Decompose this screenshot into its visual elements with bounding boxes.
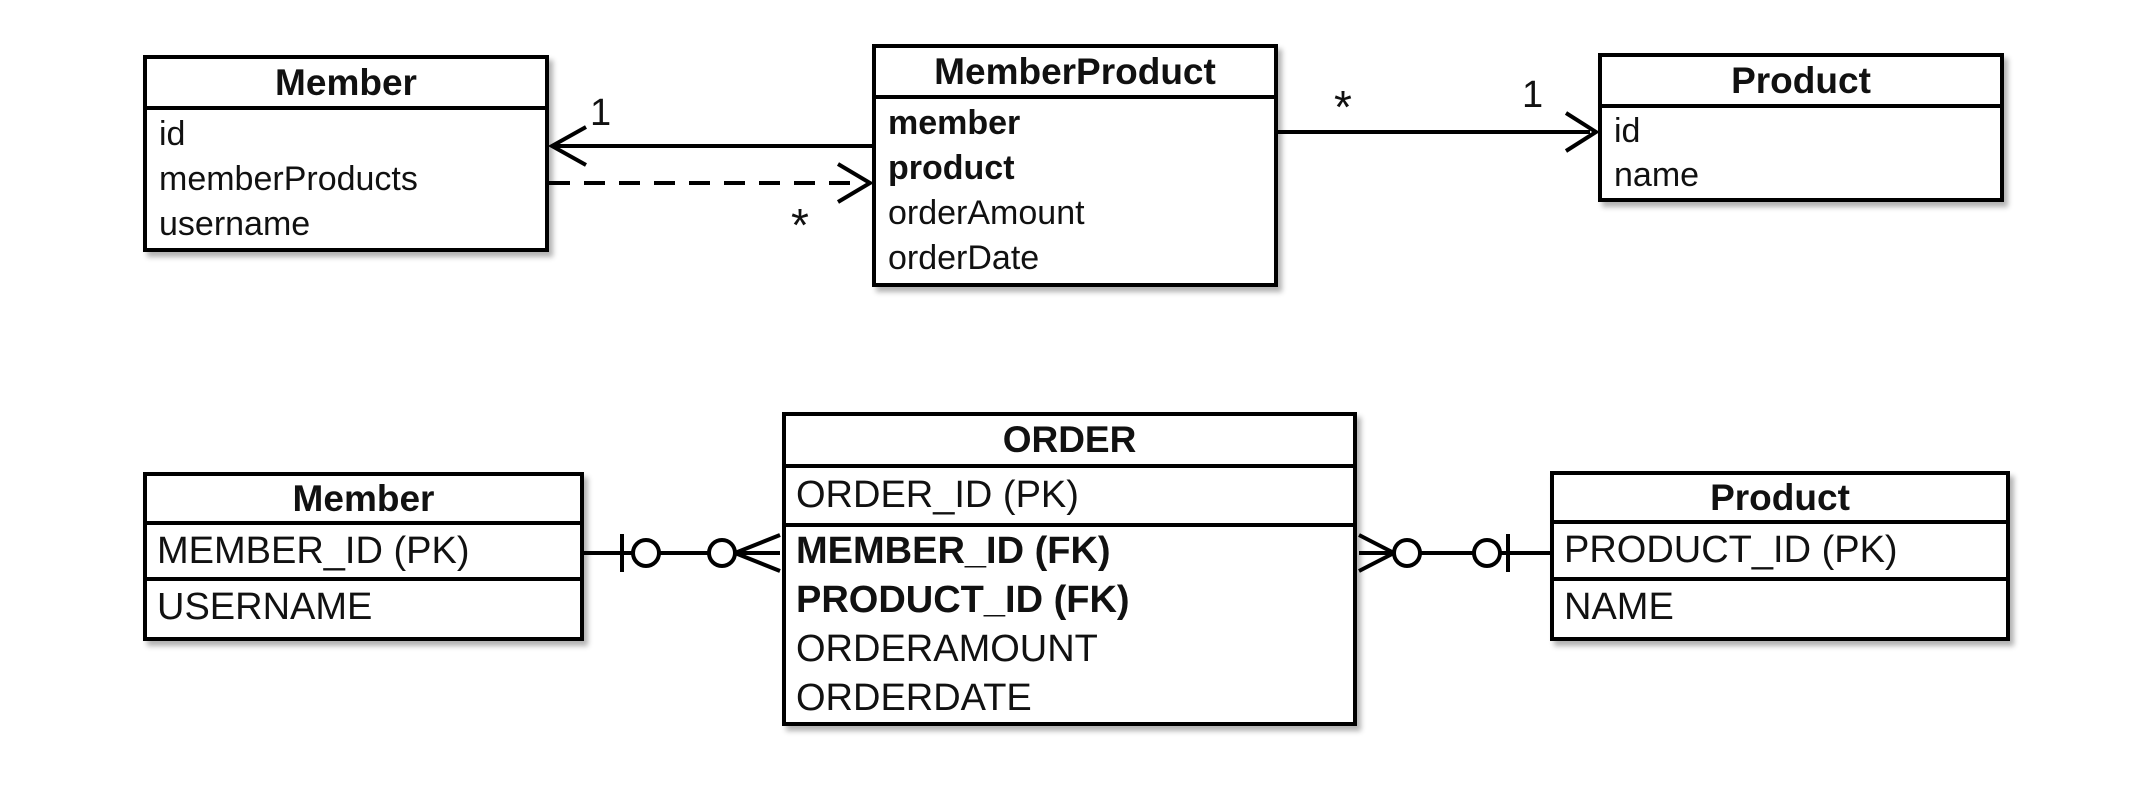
uml-class-member: Member id memberProducts username	[143, 55, 549, 252]
uml-class-product-title: Product	[1602, 57, 2000, 108]
multiplicity-product-one: 1	[1522, 74, 1544, 116]
uml-association-member-arrow	[547, 125, 872, 167]
uml-field: name	[1614, 156, 1700, 194]
multiplicity-member-many: *	[791, 199, 809, 251]
uml-class-member-fields: id memberProducts username	[147, 110, 545, 247]
uml-class-memberproduct-fields: member product orderAmount orderDate	[876, 99, 1274, 281]
er-column-pk: ORDER_ID (PK)	[786, 468, 1353, 527]
uml-class-memberproduct-title: MemberProduct	[876, 48, 1274, 99]
er-column: USERNAME	[157, 586, 373, 628]
zero-circle-icon	[631, 538, 661, 568]
er-column: PRODUCT_ID (FK)	[796, 579, 1130, 621]
er-column: PRODUCT_ID (PK)	[1554, 524, 2006, 581]
uml-class-memberproduct: MemberProduct member product orderAmount…	[872, 44, 1278, 287]
uml-field: id	[159, 115, 186, 153]
er-column: ORDERAMOUNT	[796, 628, 1098, 670]
er-table-order-title: ORDER	[786, 416, 1353, 468]
crows-foot-many-icon	[1358, 533, 1395, 573]
uml-field: memberProducts	[159, 160, 418, 198]
uml-class-product-fields: id name	[1602, 108, 2000, 197]
er-connector-order-product	[1358, 533, 1552, 573]
zero-circle-icon	[1392, 538, 1422, 568]
zero-circle-icon	[1472, 538, 1502, 568]
uml-field: product	[888, 149, 1015, 187]
er-table-order: ORDER ORDER_ID (PK) MEMBER_ID (FK) PRODU…	[782, 412, 1357, 726]
uml-field: id	[1614, 112, 1641, 150]
er-table-member: Member MEMBER_ID (PK) USERNAME	[143, 472, 584, 641]
er-column: ORDERDATE	[796, 677, 1032, 719]
uml-association-product-arrow	[1278, 111, 1600, 153]
uml-class-member-title: Member	[147, 59, 545, 110]
uml-field: orderAmount	[888, 194, 1085, 232]
uml-field: orderDate	[888, 239, 1040, 277]
open-arrowhead-right-icon	[836, 162, 874, 204]
multiplicity-member-one: 1	[590, 92, 612, 134]
uml-class-product: Product id name	[1598, 53, 2004, 202]
er-column: MEMBER_ID (FK)	[796, 530, 1111, 572]
open-arrowhead-left-icon	[547, 125, 587, 167]
er-table-product-title: Product	[1554, 475, 2006, 524]
er-column: MEMBER_ID (PK)	[147, 525, 580, 581]
er-connector-member-order	[584, 533, 781, 573]
er-table-product: Product PRODUCT_ID (PK) NAME	[1550, 471, 2010, 641]
uml-dependency-memberproduct-arrow	[549, 162, 874, 204]
multiplicity-product-many: *	[1334, 81, 1352, 133]
crows-foot-many-icon	[734, 533, 781, 573]
er-table-order-body: MEMBER_ID (FK) PRODUCT_ID (FK) ORDERAMOU…	[786, 527, 1353, 723]
er-column: NAME	[1564, 586, 1674, 628]
uml-field: username	[159, 205, 311, 243]
er-table-member-title: Member	[147, 476, 580, 525]
uml-field: member	[888, 104, 1021, 142]
zero-circle-icon	[707, 538, 737, 568]
open-arrowhead-right-icon	[1564, 111, 1600, 153]
